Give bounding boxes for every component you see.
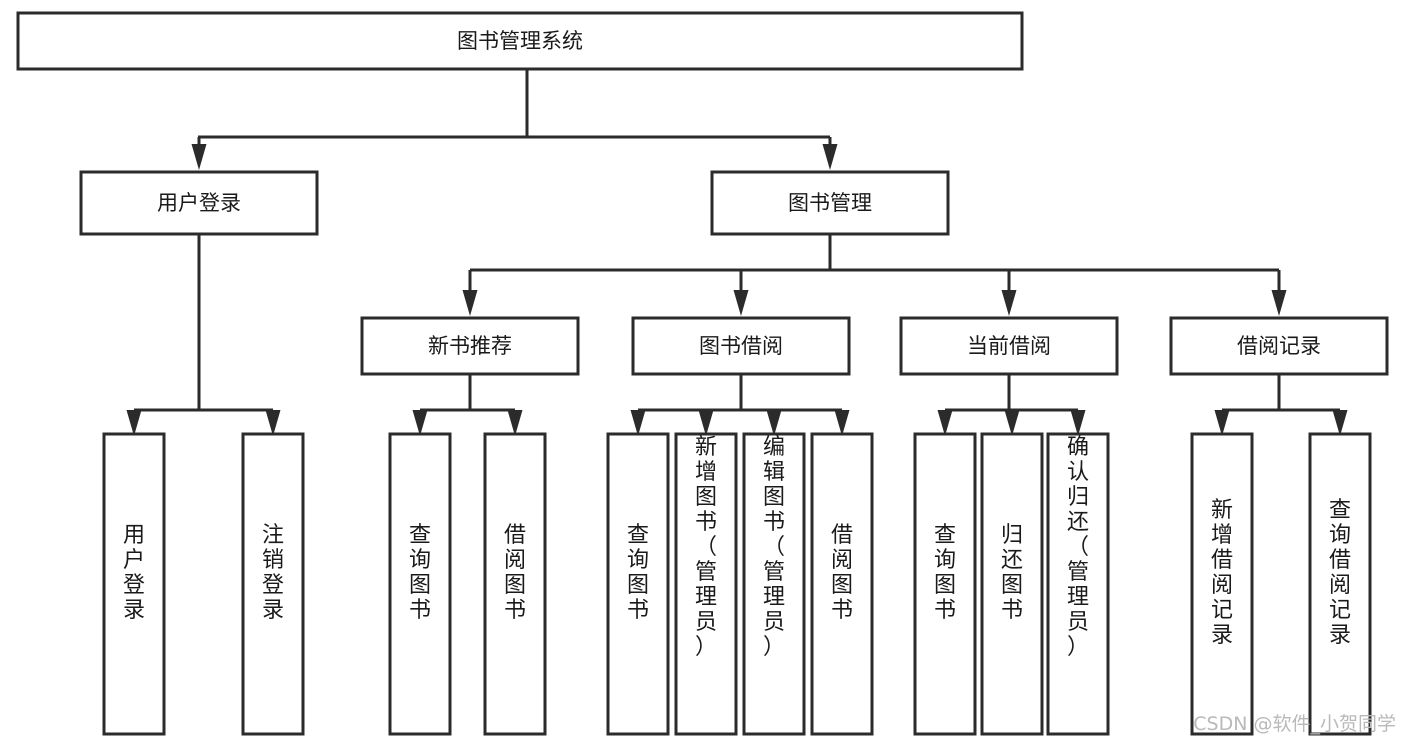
node-leaf-logout-label: 注销登录	[262, 523, 284, 623]
node-leaf-add-borrow-record-label: 新增借阅记录	[1211, 498, 1233, 648]
node-leaf-borrow-book-1[interactable]: 借阅图书	[483, 432, 547, 736]
node-leaf-confirm-return-admin-rect[interactable]	[1046, 432, 1110, 736]
arrow-head-icon-leaf-return-book	[1004, 410, 1020, 436]
arrow-head-icon-leaf-borrow-book-1	[507, 410, 523, 436]
arrow-head-icon-book-borrow	[733, 290, 749, 316]
node-user-login-rect[interactable]	[79, 170, 319, 236]
node-leaf-return-book-rect[interactable]	[980, 432, 1044, 736]
arrow-head-icon-user-login	[191, 144, 207, 170]
arrow-head-icon-leaf-confirm-return-admin	[1070, 410, 1086, 436]
arrow-head-icon-leaf-add-book-admin	[698, 410, 714, 436]
node-book-manage-rect[interactable]	[710, 170, 950, 236]
csdn-watermark: CSDN @软件_小贺同学	[1193, 713, 1396, 735]
node-leaf-query-book-2-rect[interactable]	[606, 432, 670, 736]
node-leaf-edit-book-admin-rect[interactable]	[742, 432, 806, 736]
node-leaf-query-book-3-rect[interactable]	[913, 432, 977, 736]
arrow-head-icon-leaf-query-book-3	[937, 410, 953, 436]
node-leaf-borrow-book-2-rect[interactable]	[810, 432, 874, 736]
arrow-head-icon-leaf-query-book-2	[630, 410, 646, 436]
arrow-head-icon-new-book-recommend	[462, 290, 478, 316]
node-leaf-add-borrow-record[interactable]: 新增借阅记录	[1190, 432, 1254, 736]
arrow-head-icon-leaf-logout	[265, 410, 281, 436]
node-leaf-borrow-book-1-rect[interactable]	[483, 432, 547, 736]
arrow-head-icon-leaf-add-borrow-record	[1214, 410, 1230, 436]
node-leaf-query-book-3[interactable]: 查询图书	[913, 432, 977, 736]
node-new-book-recommend-label: 新书推荐	[428, 334, 512, 358]
node-leaf-add-book-admin[interactable]: 新增图书（管理员）	[674, 432, 738, 736]
node-book-borrow[interactable]: 图书借阅	[631, 316, 851, 376]
arrow-head-icon-leaf-query-borrow-record	[1332, 410, 1348, 436]
node-borrow-record[interactable]: 借阅记录	[1169, 316, 1389, 376]
arrow-head-icon-leaf-edit-book-admin	[766, 410, 782, 436]
node-leaf-confirm-return-admin-label: 确认归还（管理员）	[1067, 435, 1089, 660]
arrow-head-icon-leaf-user-login	[126, 410, 142, 436]
connector-layer	[126, 69, 1348, 436]
arrow-head-icon-borrow-record	[1271, 290, 1287, 316]
node-leaf-query-book-3-label: 查询图书	[934, 523, 956, 623]
node-leaf-query-book-2-label: 查询图书	[627, 523, 649, 623]
node-leaf-query-borrow-record-label: 查询借阅记录	[1329, 498, 1351, 648]
node-user-login-label: 用户登录	[157, 191, 241, 215]
arrow-head-icon-leaf-borrow-book-2	[834, 410, 850, 436]
node-leaf-add-book-admin-rect[interactable]	[674, 432, 738, 736]
node-leaf-logout[interactable]: 注销登录	[241, 432, 305, 736]
node-root-label: 图书管理系统	[457, 29, 583, 53]
node-new-book-recommend[interactable]: 新书推荐	[360, 316, 580, 376]
node-leaf-query-borrow-record[interactable]: 查询借阅记录	[1308, 432, 1372, 736]
node-leaf-query-book-2[interactable]: 查询图书	[606, 432, 670, 736]
node-leaf-borrow-book-1-label: 借阅图书	[504, 523, 526, 623]
node-new-book-recommend-rect[interactable]	[360, 316, 580, 376]
node-layer: 图书管理系统用户登录图书管理新书推荐图书借阅当前借阅借阅记录用户登录注销登录查询…	[16, 11, 1389, 736]
node-borrow-record-label: 借阅记录	[1237, 334, 1321, 358]
node-leaf-edit-book-admin[interactable]: 编辑图书（管理员）	[742, 432, 806, 736]
arrow-head-icon-current-borrow	[1001, 290, 1017, 316]
node-user-login[interactable]: 用户登录	[79, 170, 319, 236]
node-leaf-add-book-admin-label: 新增图书（管理员）	[695, 435, 717, 660]
node-current-borrow-label: 当前借阅	[967, 334, 1051, 358]
node-leaf-query-book-1-rect[interactable]	[388, 432, 452, 736]
node-current-borrow[interactable]: 当前借阅	[899, 316, 1119, 376]
node-root[interactable]: 图书管理系统	[16, 11, 1024, 71]
node-book-borrow-label: 图书借阅	[699, 334, 783, 358]
node-book-manage[interactable]: 图书管理	[710, 170, 950, 236]
node-book-manage-label: 图书管理	[788, 191, 872, 215]
node-leaf-return-book-label: 归还图书	[1001, 523, 1023, 623]
node-leaf-borrow-book-2-label: 借阅图书	[831, 523, 853, 623]
node-leaf-edit-book-admin-label: 编辑图书（管理员）	[763, 435, 785, 660]
node-leaf-confirm-return-admin[interactable]: 确认归还（管理员）	[1046, 432, 1110, 736]
node-leaf-add-borrow-record-rect[interactable]	[1190, 432, 1254, 736]
node-leaf-user-login[interactable]: 用户登录	[102, 432, 166, 736]
node-root-rect[interactable]	[16, 11, 1024, 71]
node-book-borrow-rect[interactable]	[631, 316, 851, 376]
node-leaf-query-book-1[interactable]: 查询图书	[388, 432, 452, 736]
node-leaf-return-book[interactable]: 归还图书	[980, 432, 1044, 736]
node-leaf-query-borrow-record-rect[interactable]	[1308, 432, 1372, 736]
arrow-head-icon-leaf-query-book-1	[412, 410, 428, 436]
node-leaf-borrow-book-2[interactable]: 借阅图书	[810, 432, 874, 736]
node-leaf-user-login-label: 用户登录	[123, 523, 145, 623]
node-leaf-user-login-rect[interactable]	[102, 432, 166, 736]
node-leaf-query-book-1-label: 查询图书	[409, 523, 431, 623]
node-current-borrow-rect[interactable]	[899, 316, 1119, 376]
node-leaf-logout-rect[interactable]	[241, 432, 305, 736]
arrow-head-icon-book-manage	[822, 144, 838, 170]
node-borrow-record-rect[interactable]	[1169, 316, 1389, 376]
